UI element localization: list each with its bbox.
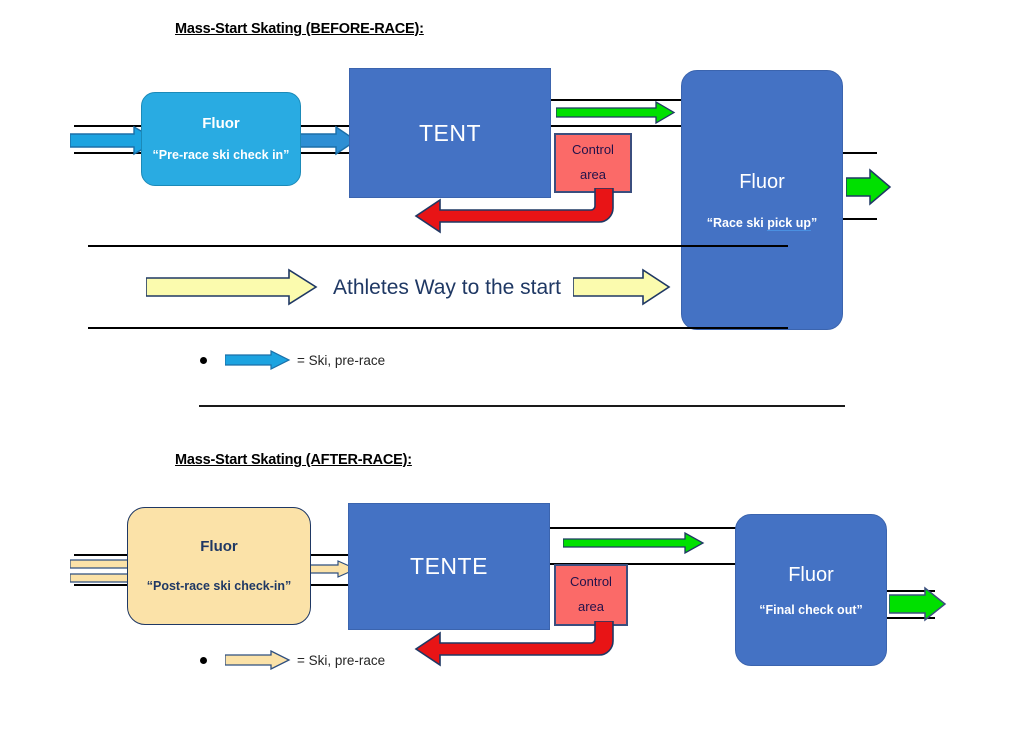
green-arrow-to-checkout-icon — [563, 532, 705, 554]
red-return-arrow-after-icon — [414, 621, 614, 667]
final-check-out-box[interactable]: Fluor “Final check out” — [735, 514, 887, 666]
legend-ski-pre-race-arrow-icon — [225, 350, 291, 370]
control-area-box-before[interactable]: Control area — [554, 133, 632, 193]
athletes-way-label: Athletes Way to the start — [333, 276, 561, 299]
athletes-way-bottom-line — [88, 327, 788, 329]
legend-bullet-icon — [200, 356, 207, 364]
legend-before-race-label: = Ski, pre-race — [297, 352, 386, 368]
final-exit-top-line — [843, 152, 877, 154]
control-area-after-line1: Control — [570, 574, 612, 590]
checkout-box-title: Fluor — [788, 563, 834, 586]
pre-race-ski-checkin-box[interactable]: Fluor “Pre-race ski check in” — [141, 92, 301, 186]
green-exit-arrow-icon — [846, 168, 892, 206]
checkout-box-subtitle: “Final check out” — [759, 602, 863, 617]
legend-before-race: = Ski, pre-race — [200, 350, 385, 370]
red-return-arrow-icon — [414, 188, 614, 234]
after-final-exit-top-line — [887, 590, 935, 592]
pickup-subtitle-suffix: ” — [810, 215, 818, 230]
legend-after-race: = Ski, pre-race — [200, 650, 385, 670]
race-ski-pickup-box[interactable]: Fluor “Race ski pick up” — [681, 70, 843, 330]
control-area-box-after[interactable]: Control area — [554, 564, 628, 626]
exit-lane-bottom-line — [551, 125, 731, 127]
tent-box[interactable]: TENT — [349, 68, 551, 198]
tent-box-label: TENT — [418, 119, 482, 146]
after-exit-lane-top-line — [550, 527, 740, 529]
control-area-line2: area — [579, 167, 607, 182]
pickup-box-subtitle: “Race ski pick up” — [706, 215, 818, 231]
legend-bullet-after-icon — [200, 656, 207, 664]
pre-race-box-title: Fluor — [202, 114, 240, 132]
ski-pre-race-arrow-to-tent-icon — [300, 125, 358, 156]
pickup-subtitle-prefix: “Race ski — [706, 215, 768, 230]
pickup-box-title: Fluor — [739, 170, 785, 193]
section-divider — [199, 405, 845, 407]
athletes-way-arrow-left-icon — [146, 268, 318, 306]
control-area-after-line2: area — [577, 599, 605, 614]
post-race-ski-checkin-box[interactable]: Fluor “Post-race ski check-in” — [127, 507, 311, 625]
control-area-line1: Control — [572, 142, 614, 158]
after-race-title: Mass-Start Skating (AFTER-RACE): — [175, 452, 412, 468]
athletes-way-arrow-right-icon — [573, 268, 671, 306]
green-arrow-to-pickup-icon — [556, 101, 676, 125]
post-race-box-title: Fluor — [200, 537, 238, 555]
tente-box-label: TENTE — [410, 553, 488, 579]
tente-box[interactable]: TENTE — [348, 503, 550, 630]
after-exit-lane-bottom-line — [550, 563, 740, 565]
legend-after-race-label: = Ski, pre-race — [297, 652, 386, 668]
final-exit-bottom-line — [843, 218, 877, 220]
exit-lane-top-line — [551, 99, 731, 101]
post-race-box-subtitle: “Post-race ski check-in” — [146, 579, 292, 594]
post-race-arrow-to-tente-icon — [306, 560, 358, 578]
pre-race-box-subtitle: “Pre-race ski check in” — [152, 148, 290, 163]
before-race-title: Mass-Start Skating (BEFORE-RACE): — [175, 21, 424, 37]
legend-ski-post-race-arrow-icon — [225, 650, 291, 670]
after-final-exit-bottom-line — [887, 617, 935, 619]
athletes-way-top-line — [88, 245, 788, 247]
green-final-exit-arrow-icon — [889, 586, 947, 622]
pickup-subtitle-spellchecked: pick up — [767, 215, 811, 231]
